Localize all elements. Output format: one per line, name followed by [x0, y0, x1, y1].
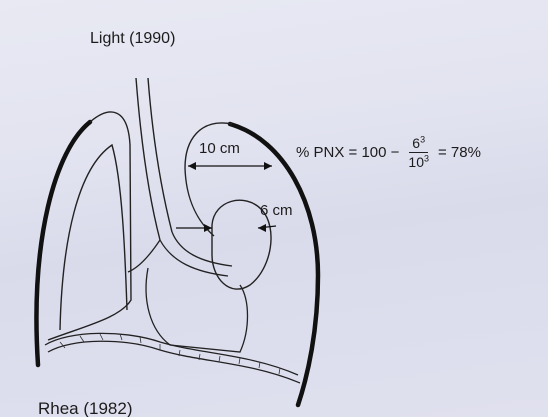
- left-lung-inner: [60, 145, 127, 330]
- numerator-exponent: 3: [420, 134, 425, 144]
- denominator-exponent: 3: [424, 153, 429, 163]
- bronchus-right: [160, 240, 228, 276]
- denominator-base: 10: [408, 154, 424, 170]
- trachea-left: [136, 78, 160, 240]
- formula-lhs: % PNX = 100 −: [296, 144, 399, 161]
- measure-6cm-label: 6 cm: [260, 202, 293, 219]
- diaphragm-upper: [45, 333, 298, 375]
- formula-denominator: 103: [405, 153, 432, 171]
- top-caption: Light (1990): [90, 30, 175, 48]
- measure-10cm-arrow-right: [264, 162, 272, 170]
- bronchus-right-upper: [172, 232, 232, 266]
- measure-10cm-label: 10 cm: [199, 140, 240, 157]
- bottom-caption: Rhea (1982): [38, 399, 133, 417]
- diaphragm-hatch: [60, 334, 280, 374]
- trachea-right: [148, 78, 172, 232]
- heart-outline: [146, 268, 247, 352]
- formula-fraction: 63 103: [405, 134, 432, 171]
- formula-numerator: 63: [409, 134, 428, 153]
- pnx-formula: % PNX = 100 − 63 103 = 78%: [296, 132, 481, 172]
- measure-10cm-arrow-left: [188, 162, 196, 170]
- bronchus-left: [128, 240, 160, 272]
- measure-6cm-arrow-right: [258, 224, 266, 232]
- formula-rhs: = 78%: [438, 144, 481, 161]
- numerator-base: 6: [412, 135, 420, 151]
